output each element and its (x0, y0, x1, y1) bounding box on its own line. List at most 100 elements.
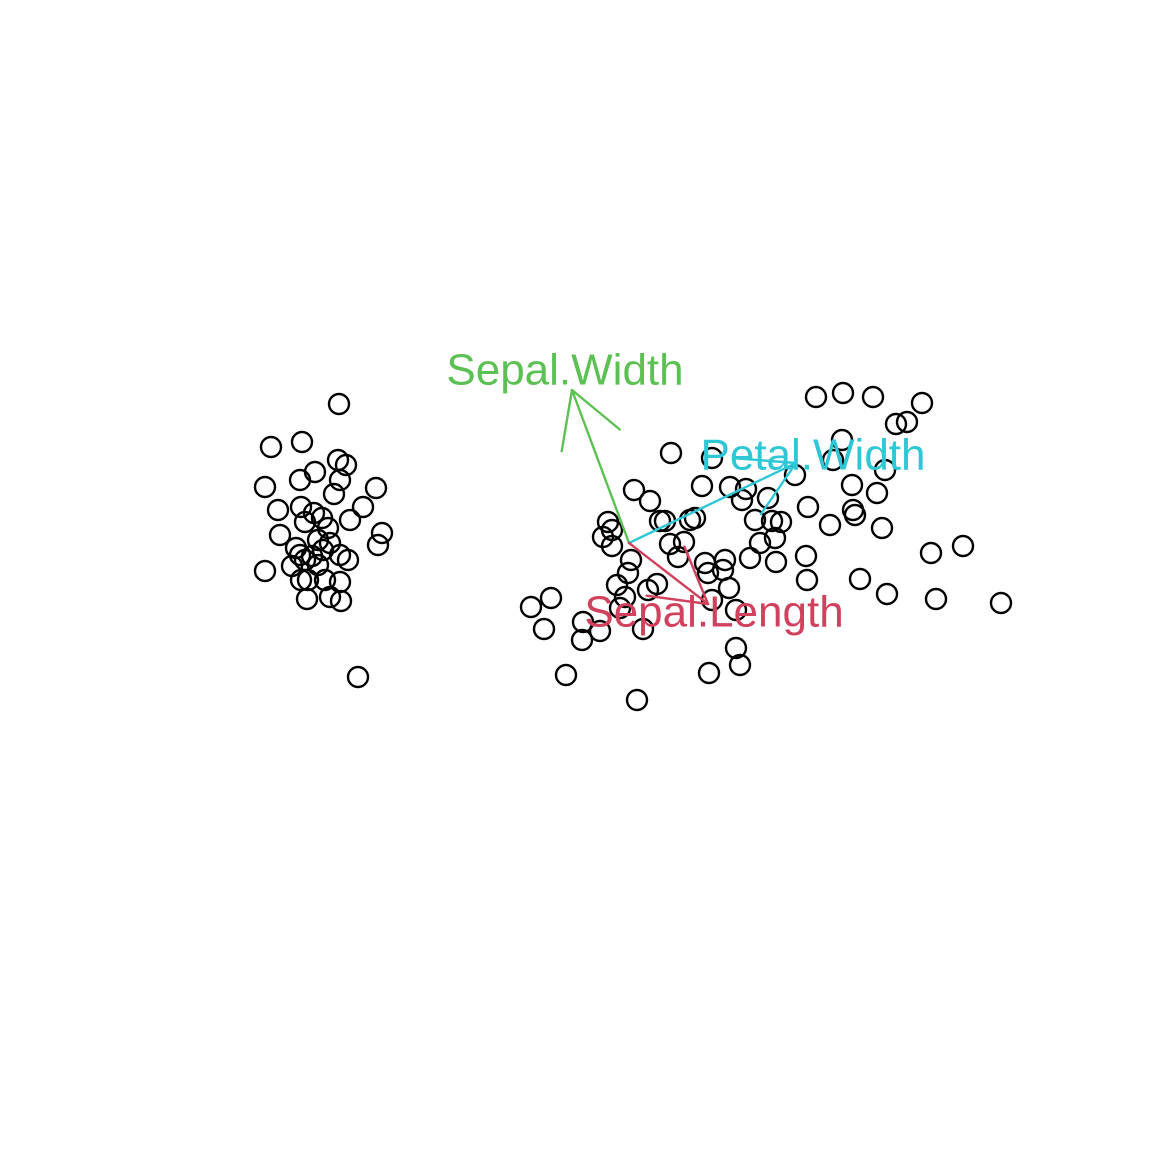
data-point (724, 598, 748, 622)
data-point (600, 534, 624, 558)
data-point (738, 546, 762, 570)
data-point (696, 561, 720, 585)
arrowhead-petal-width (732, 457, 798, 516)
data-point (313, 568, 337, 592)
data-point (519, 595, 543, 619)
data-point (303, 460, 327, 484)
data-point (588, 619, 612, 643)
data-point (295, 587, 319, 611)
data-point (818, 513, 842, 537)
data-point (532, 617, 556, 641)
data-point (346, 665, 370, 689)
data-point (266, 498, 290, 522)
data-point (554, 663, 578, 687)
data-point (659, 441, 683, 465)
data-point (318, 585, 342, 609)
data-point (795, 568, 819, 592)
data-point (919, 541, 943, 565)
data-point (763, 526, 787, 550)
data-point (989, 591, 1013, 615)
data-point (268, 523, 292, 547)
arrowhead-sepal-length (645, 545, 710, 606)
data-point (830, 428, 854, 452)
data-point (734, 477, 758, 501)
data-point (306, 553, 330, 577)
data-point (364, 476, 388, 500)
data-point (794, 544, 818, 568)
arrow-sepal-width (570, 388, 631, 545)
data-point (338, 508, 362, 532)
data-point (690, 474, 714, 498)
data-point (848, 567, 872, 591)
data-point (290, 430, 314, 454)
data-point (743, 508, 767, 532)
data-point (329, 589, 353, 613)
data-point (570, 628, 594, 652)
data-point (259, 435, 283, 459)
data-point (951, 534, 975, 558)
data-point (327, 392, 351, 416)
label-sepal-length: Sepal.Length (584, 588, 843, 637)
variable-arrows (560, 388, 798, 606)
data-point (619, 548, 643, 572)
arrowhead-sepal-width (560, 388, 621, 453)
data-point (843, 503, 867, 527)
data-point (760, 509, 784, 533)
data-point (658, 532, 682, 556)
data-point (831, 381, 855, 405)
data-point (370, 521, 394, 545)
data-point (328, 468, 352, 492)
label-petal-width: Petal.Width (701, 431, 926, 480)
data-point (756, 486, 780, 510)
data-point (724, 636, 748, 660)
data-point (366, 533, 390, 557)
data-point (253, 475, 277, 499)
data-point (672, 530, 696, 554)
data-point (840, 473, 864, 497)
data-point (804, 385, 828, 409)
label-sepal-width: Sepal.Width (446, 346, 683, 395)
data-point (861, 385, 885, 409)
data-point (865, 481, 889, 505)
data-point (821, 448, 845, 472)
data-point (311, 538, 335, 562)
arrow-sepal-length (627, 541, 710, 606)
data-point (622, 478, 646, 502)
data-point (875, 582, 899, 606)
data-point (713, 548, 737, 572)
data-point (769, 510, 793, 534)
data-point (796, 495, 820, 519)
data-points (253, 381, 1013, 712)
data-point (608, 596, 632, 620)
data-point (638, 489, 662, 513)
data-point (631, 617, 655, 641)
arrow-petal-width (627, 461, 798, 545)
data-point (924, 587, 948, 611)
data-point (253, 559, 277, 583)
data-point (910, 391, 934, 415)
data-point (571, 610, 595, 634)
data-point (764, 550, 788, 574)
data-point (322, 482, 346, 506)
data-point (718, 475, 742, 499)
data-point (288, 543, 312, 567)
data-point (318, 531, 342, 555)
data-point (870, 516, 894, 540)
data-point (539, 586, 563, 610)
data-point (748, 531, 772, 555)
data-point (873, 458, 897, 482)
data-point (717, 576, 741, 600)
data-point (700, 446, 724, 470)
data-point (289, 495, 313, 519)
data-point (884, 412, 908, 436)
data-point (625, 688, 649, 712)
data-point (616, 561, 640, 585)
data-point (288, 468, 312, 492)
data-point (895, 410, 919, 434)
data-point (728, 653, 752, 677)
data-point (600, 518, 624, 542)
data-point (683, 506, 707, 530)
data-point (697, 661, 721, 685)
